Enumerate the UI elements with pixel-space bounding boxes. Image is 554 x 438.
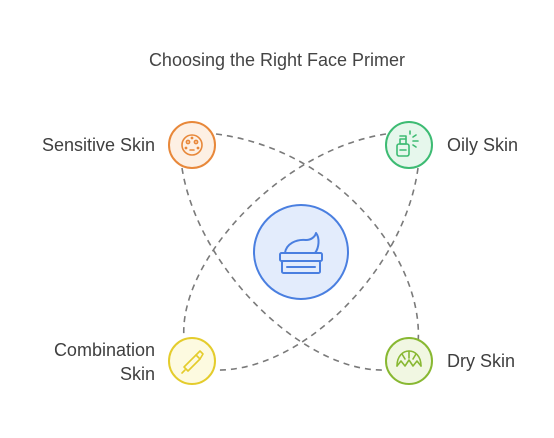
- label-combination-skin: Combination Skin: [20, 338, 155, 386]
- node-dry-skin: [385, 337, 433, 385]
- label-combination-line-1: Combination: [53, 340, 155, 360]
- label-sensitive-skin: Sensitive Skin: [41, 135, 155, 155]
- primer-jar-icon: [279, 232, 323, 274]
- connector-oily-to-combination: [183, 133, 387, 339]
- oil-spray-bottle-icon: [396, 130, 419, 157]
- connector-sensitive-to-dry: [215, 133, 420, 345]
- diagram-title: Choosing the Right Face Primer: [148, 50, 406, 70]
- label-dry-skin: Dry Skin: [447, 351, 516, 371]
- sensitive-face-icon: [181, 134, 203, 156]
- node-oily-skin: [385, 121, 433, 169]
- node-combination-skin: [168, 337, 216, 385]
- lipstick-icon: [181, 350, 204, 374]
- label-oily-skin: Oily Skin: [447, 135, 519, 155]
- node-sensitive-skin: [168, 121, 216, 169]
- dry-skin-icon: [396, 350, 422, 367]
- label-combination-line-2: Skin: [119, 364, 155, 384]
- center-node: [253, 204, 349, 300]
